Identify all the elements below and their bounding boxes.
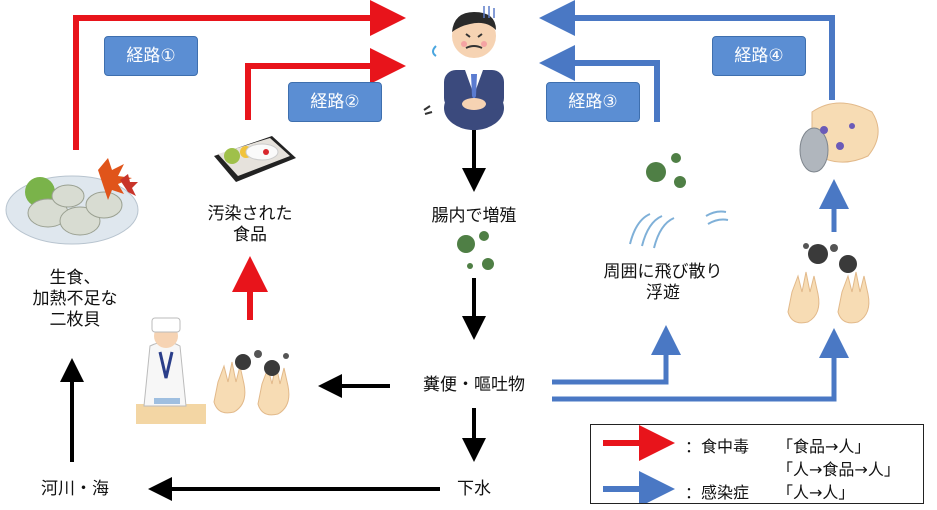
route-2-label: 経路②	[288, 82, 382, 122]
excreta-to-hands-arrow	[552, 328, 849, 402]
legend-arrows	[603, 425, 675, 503]
oyster-label-line3: 二枚貝	[49, 310, 101, 330]
legend-food-desc-1: 「食品→人」	[777, 437, 871, 456]
scatter-label-line1: 周囲に飛び散り	[603, 262, 723, 282]
route2-arrow	[245, 48, 406, 120]
legend-infection-label: ：感染症	[685, 483, 750, 502]
excreta-label: 糞便・嘔吐物	[423, 375, 525, 395]
route4-arrow	[539, 0, 835, 100]
infected-hands-icon	[787, 243, 870, 324]
airborne-wave-icon	[629, 210, 729, 249]
route-4-label: 経路④	[712, 36, 806, 76]
legend-food-desc-2: 「人→食品→人」	[777, 460, 900, 479]
route-3-label: 経路③	[546, 82, 640, 122]
scatter-label-line2: 浮遊	[646, 283, 680, 303]
intestine-label: 腸内で増殖	[431, 206, 517, 226]
excreta-to-scatter-arrow	[552, 325, 681, 385]
river-sea-label: 河川・海	[41, 479, 109, 499]
route-1-label: 経路①	[104, 36, 198, 76]
oyster-label: 生食、 加熱不足な 二枚貝	[20, 268, 130, 331]
contaminated-food-line1: 汚染された	[207, 204, 293, 224]
sewage-label: 下水	[457, 479, 491, 499]
legend-infection-desc: 「人→人」	[777, 483, 855, 502]
doorknob-icon	[799, 102, 879, 173]
oyster-label-line2: 加熱不足な	[32, 289, 118, 309]
dirty-hands-icon	[213, 350, 290, 416]
cook-icon	[136, 317, 206, 424]
legend: ：食中毒 「食品→人」 「人→食品→人」 ：感染症 「人→人」	[590, 424, 924, 504]
virus-icon	[457, 153, 686, 270]
scatter-label: 周囲に飛び散り 浮遊	[578, 262, 748, 304]
legend-food-label: ：食中毒	[685, 437, 750, 456]
route3-arrow	[539, 45, 660, 122]
contaminated-food-line2: 食品	[233, 225, 267, 245]
contaminated-food-label: 汚染された 食品	[190, 204, 310, 246]
oyster-platter-icon	[5, 158, 139, 245]
oyster-label-line1: 生食、	[49, 268, 101, 288]
route1-arrow	[73, 0, 406, 150]
sick-man-icon	[423, 6, 504, 130]
bento-box-icon	[214, 136, 296, 182]
